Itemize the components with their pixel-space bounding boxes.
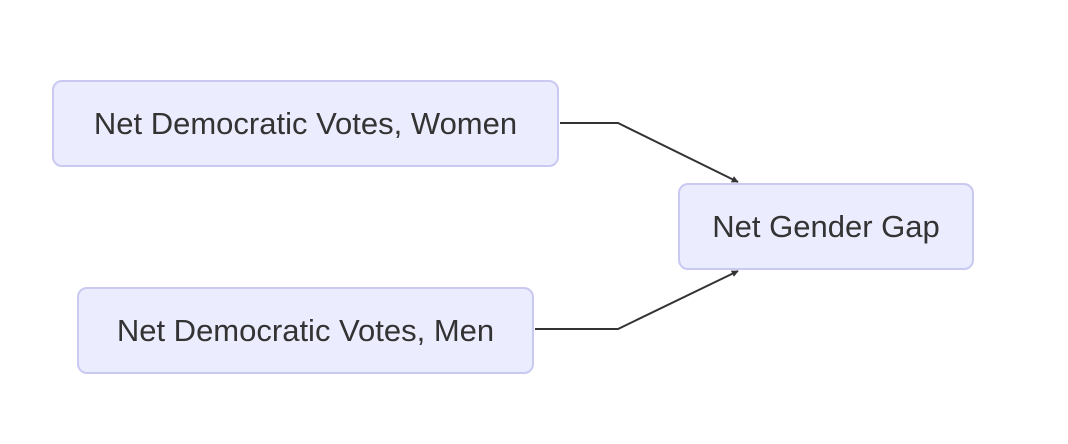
edge-women-to-gap — [560, 122, 739, 183]
node-net-gender-gap: Net Gender Gap — [678, 183, 974, 270]
node-label: Net Democratic Votes, Men — [116, 313, 495, 348]
node-net-democratic-votes-men: Net Democratic Votes, Men — [77, 287, 534, 374]
edge-men-to-gap — [535, 270, 739, 330]
node-label: Net Democratic Votes, Women — [93, 106, 518, 141]
node-net-democratic-votes-women: Net Democratic Votes, Women — [52, 80, 559, 167]
node-label: Net Gender Gap — [712, 209, 940, 244]
